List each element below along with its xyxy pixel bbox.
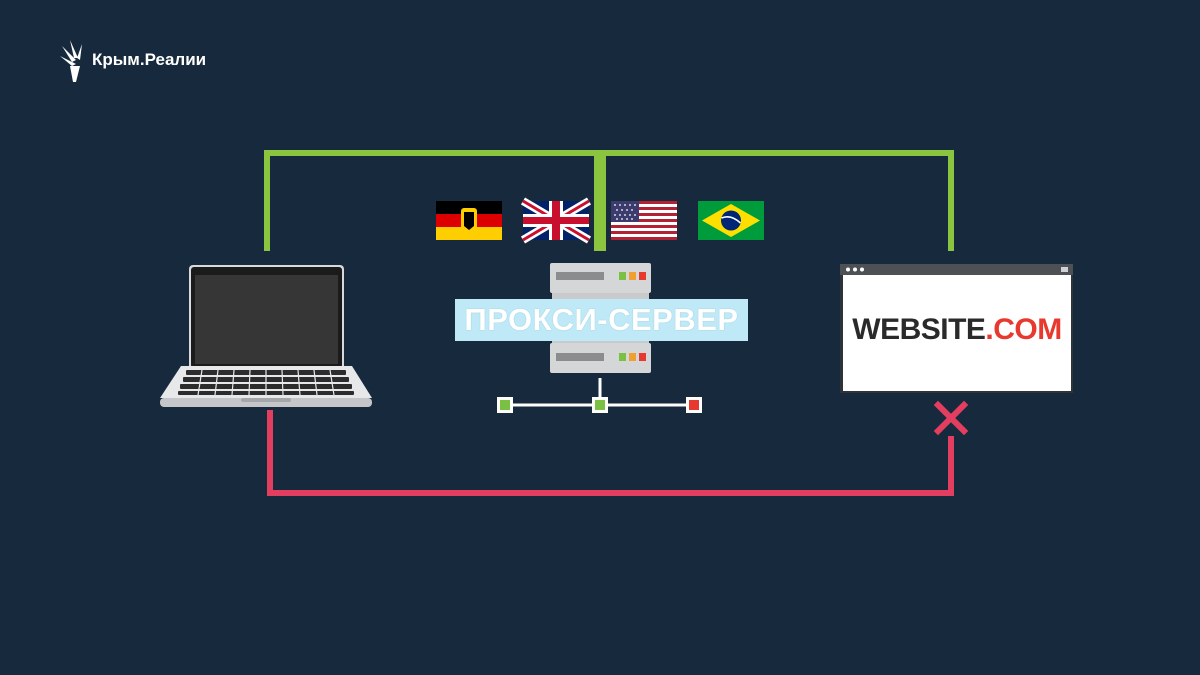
browser-window-icon xyxy=(840,264,1073,393)
usa-flag xyxy=(611,201,677,240)
proxy-server-label: ПРОКСИ-СЕРВЕР xyxy=(455,299,748,341)
blocked-connection-path xyxy=(267,410,954,496)
brazil-flag xyxy=(698,201,764,240)
blocked-x-icon xyxy=(933,400,969,436)
brand-logo-text: Крым.Реалии xyxy=(92,50,207,69)
website-address: WEBSITE.COM xyxy=(843,300,1071,360)
germany-flag xyxy=(436,201,502,240)
website-name: WEBSITE xyxy=(852,313,986,346)
laptop-icon xyxy=(160,265,372,407)
logo-torch-icon xyxy=(60,40,82,82)
network-nodes xyxy=(497,378,702,413)
uk-flag xyxy=(520,197,592,244)
allowed-connection-path xyxy=(264,150,954,251)
website-tld: .COM xyxy=(985,313,1062,346)
